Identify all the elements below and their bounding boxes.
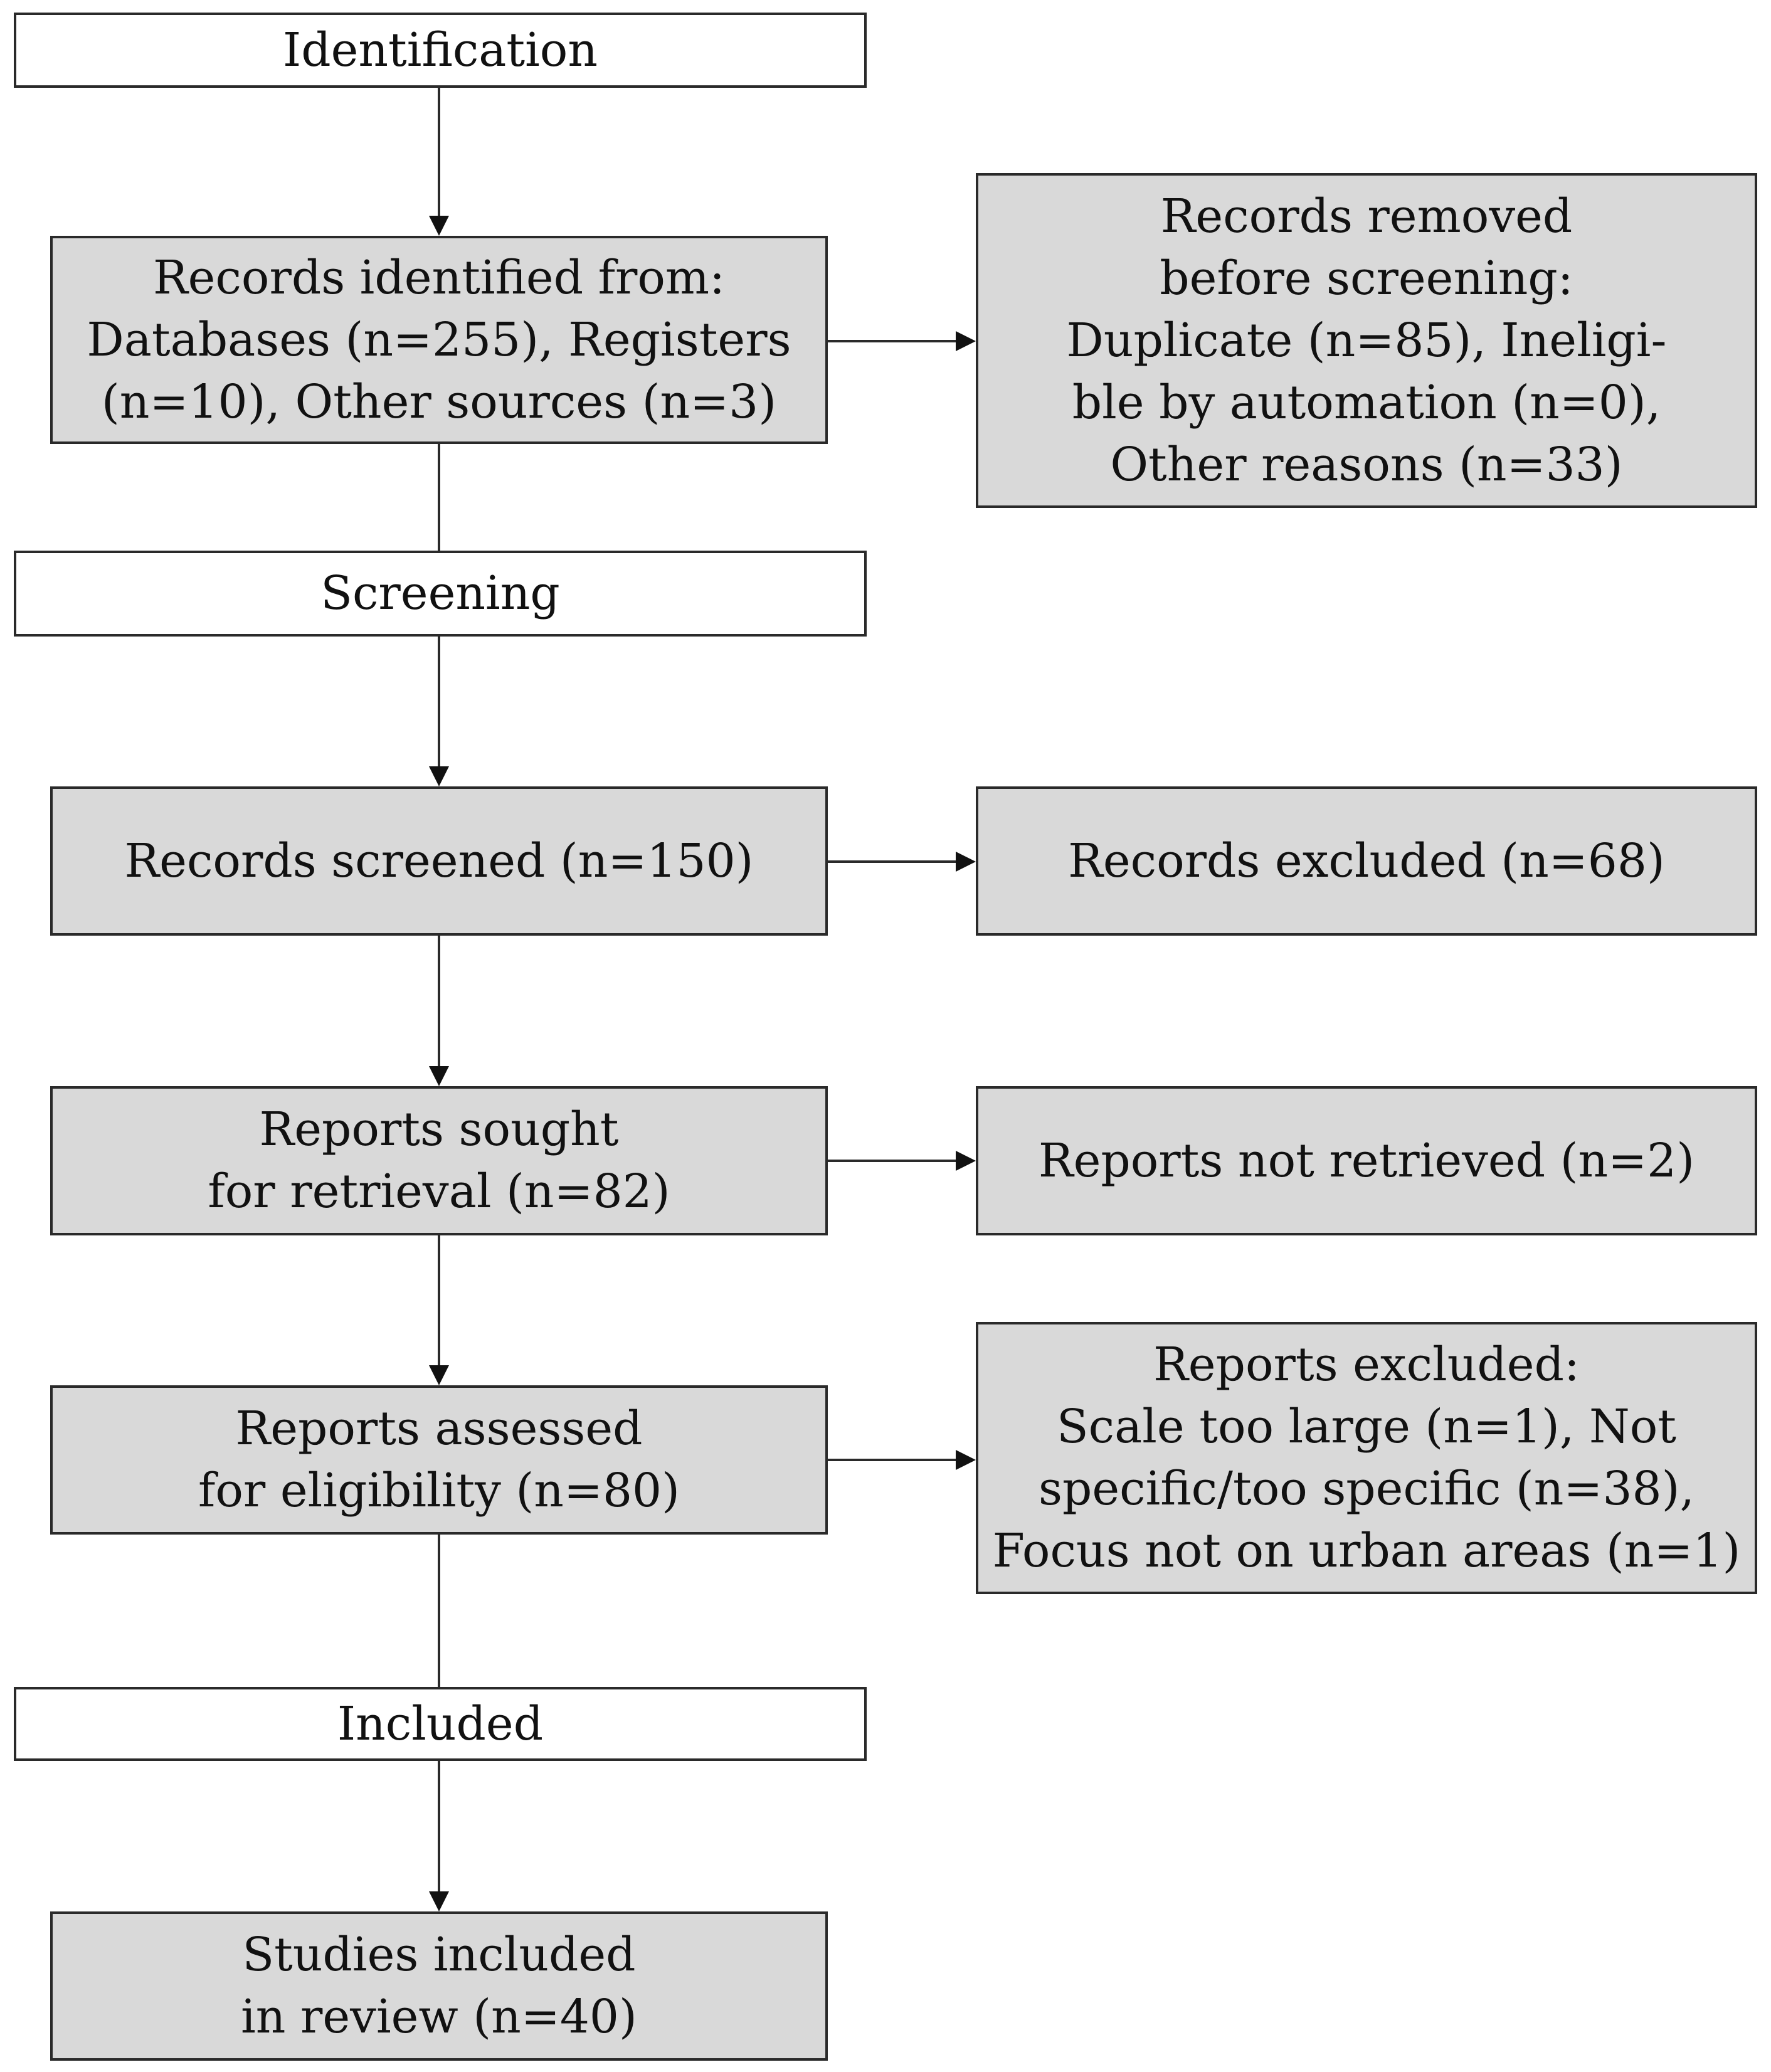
arrowhead-screened xyxy=(429,766,449,786)
reports-assessed-line: Reports assessed xyxy=(235,1402,643,1456)
records-removed-line: Other reasons (n=33) xyxy=(1110,437,1623,492)
stage-included-label: Included xyxy=(337,1696,544,1751)
records-screened-box: Records screened (n=150) xyxy=(50,786,828,936)
records-removed-box: Records removed before screening: Duplic… xyxy=(976,173,1757,508)
arrowhead-excluded xyxy=(956,852,976,872)
arrowhead-identified xyxy=(429,216,449,236)
arrowhead-assessed xyxy=(429,1365,449,1385)
records-identified-line: (n=10), Other sources (n=3) xyxy=(101,374,777,429)
records-excluded-line: Records excluded (n=68) xyxy=(1068,833,1665,888)
arrowhead-studies xyxy=(429,1891,449,1911)
arrowhead-not-retrieved xyxy=(956,1151,976,1171)
reports-excluded-line: specific/too specific (n=38), xyxy=(1038,1462,1694,1516)
stage-screening-label: Screening xyxy=(320,566,560,620)
records-identified-line: Databases (n=255), Registers xyxy=(87,312,791,367)
records-removed-line: Records removed xyxy=(1160,189,1573,243)
studies-included-box: Studies included in review (n=40) xyxy=(50,1911,828,2061)
reports-assessed-box: Reports assessed for eligibility (n=80) xyxy=(50,1385,828,1535)
reports-sought-line: for retrieval (n=82) xyxy=(208,1165,670,1218)
arrowhead-removed xyxy=(956,331,976,351)
records-identified-line: Records identified from: xyxy=(152,250,726,305)
reports-excluded-line: Focus not on urban areas (n=1) xyxy=(992,1524,1741,1578)
stage-included: Included xyxy=(14,1687,867,1761)
records-screened-line: Records screened (n=150) xyxy=(124,833,754,888)
arrowhead-reports-excluded xyxy=(956,1450,976,1470)
studies-included-line: in review (n=40) xyxy=(241,1990,637,2044)
reports-excluded-line: Reports excluded: xyxy=(1153,1338,1580,1392)
records-excluded-box: Records excluded (n=68) xyxy=(976,786,1757,936)
records-identified-box: Records identified from: Databases (n=25… xyxy=(50,236,828,444)
reports-not-retrieved-box: Reports not retrieved (n=2) xyxy=(976,1086,1757,1235)
records-removed-line: Duplicate (n=85), Ineligi- xyxy=(1066,313,1667,367)
records-removed-line: ble by automation (n=0), xyxy=(1072,375,1661,430)
reports-excluded-line: Scale too large (n=1), Not xyxy=(1056,1400,1676,1454)
stage-identification-label: Identification xyxy=(283,23,598,77)
reports-sought-box: Reports sought for retrieval (n=82) xyxy=(50,1086,828,1235)
studies-included-line: Studies included xyxy=(242,1928,636,1982)
records-removed-line: before screening: xyxy=(1160,251,1573,305)
reports-assessed-line: for eligibility (n=80) xyxy=(198,1464,680,1518)
stage-screening: Screening xyxy=(14,551,867,637)
reports-excluded-box: Reports excluded: Scale too large (n=1),… xyxy=(976,1322,1757,1594)
stage-identification: Identification xyxy=(14,13,867,88)
reports-not-retrieved-line: Reports not retrieved (n=2) xyxy=(1038,1133,1695,1188)
arrowhead-sought xyxy=(429,1066,449,1086)
reports-sought-line: Reports sought xyxy=(259,1102,619,1156)
